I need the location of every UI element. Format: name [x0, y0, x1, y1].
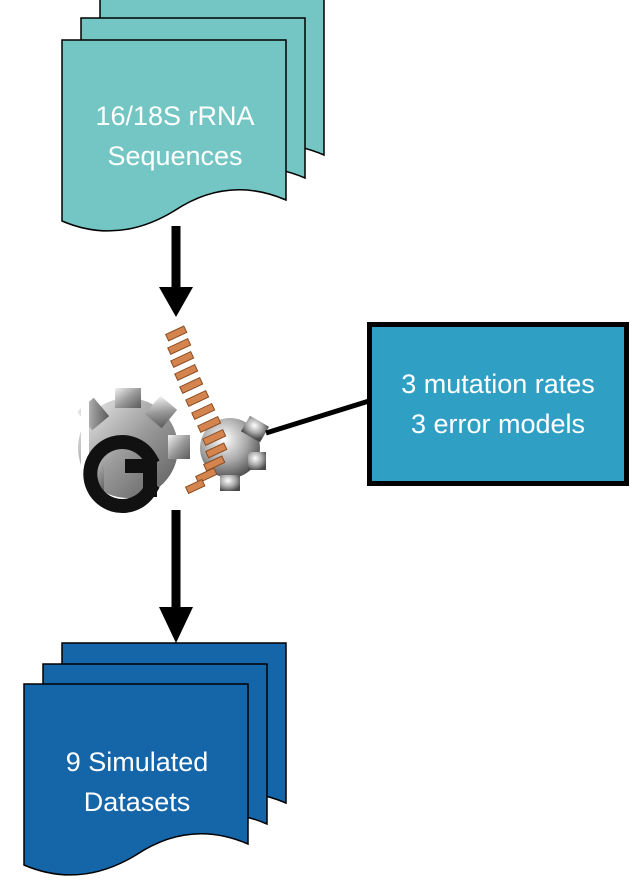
- arrow-input-to-simulator: [159, 226, 193, 317]
- parameters-line1: 3 mutation rates: [401, 369, 595, 399]
- output-doc-front: [23, 683, 249, 876]
- input-doc-line1: 16/18S rRNA: [95, 101, 255, 131]
- input-document-stack: [61, 0, 325, 232]
- input-doc-front: [61, 39, 287, 232]
- output-doc-line1: 9 Simulated: [65, 747, 209, 777]
- parameters-line2: 3 error models: [410, 409, 586, 439]
- output-document-stack: [23, 642, 287, 876]
- output-doc-label: 9 Simulated Datasets: [24, 742, 250, 822]
- simulator-logo-icon: [76, 325, 270, 513]
- parameters-box: 3 mutation rates 3 error models: [367, 322, 629, 486]
- input-doc-line2: Sequences: [107, 141, 243, 171]
- g-letter-icon: [83, 435, 160, 513]
- input-doc-label: 16/18S rRNA Sequences: [62, 96, 288, 176]
- arrow-simulator-to-output: [159, 510, 193, 643]
- output-doc-line2: Datasets: [83, 787, 191, 817]
- dna-helix-icon: [165, 325, 228, 495]
- connector-line: [265, 398, 370, 436]
